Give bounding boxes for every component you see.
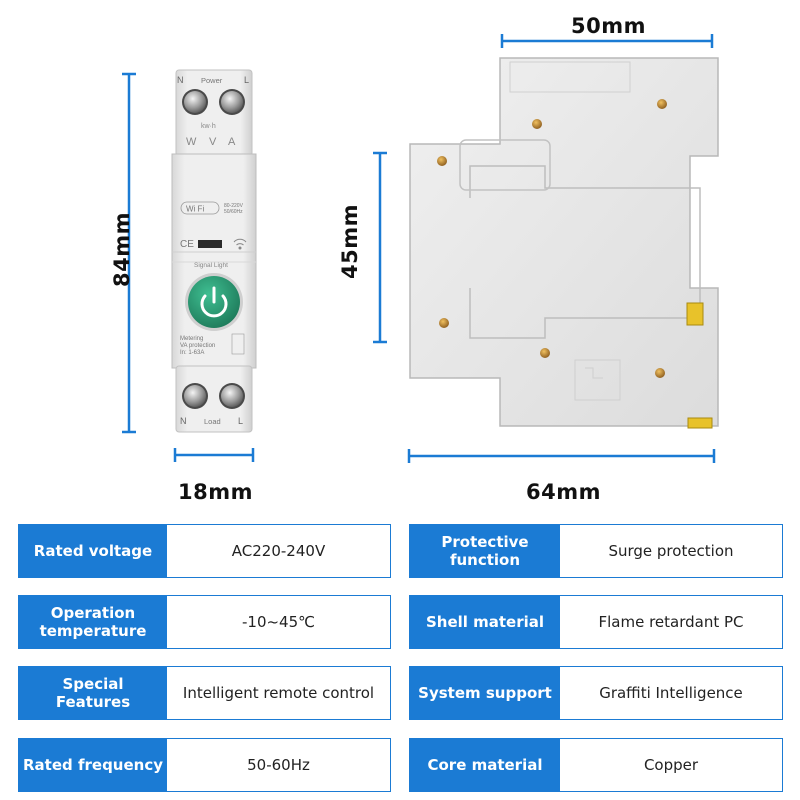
spec-label: Protective function [410,525,560,577]
meter-icon-v: V [209,136,217,148]
terminal-n-top: N [177,75,184,85]
info-line2: VA protection [180,343,215,349]
meter-icon-w: W [186,136,197,148]
spec-value: Flame retardant PC [598,613,744,631]
power-icon [200,286,228,318]
dim-18mm: 18mm [178,480,253,504]
wifi-badge: Wi Fi [186,205,204,214]
dim-45mm: 45mm [338,204,362,279]
dim-64mm: 64mm [526,480,601,504]
spec-rated-frequency: Rated frequency 50-60Hz [18,738,391,792]
spec-value: Graffiti Intelligence [599,684,743,702]
spec-system-support: System support Graffiti Intelligence [409,666,783,720]
breaker-side-view [409,57,719,429]
spec-value: AC220-240V [231,542,326,560]
spec-core-material: Core material Copper [409,738,783,792]
dim-84mm: 84mm [110,212,134,287]
wifi-signal-icon [233,238,247,250]
info-line3: In: 1-63A [180,350,204,356]
terminal-l-top: L [244,75,249,85]
spec-protective-function: Protective function Surge protection [409,524,783,578]
signal-light-label: Signal Light [194,262,228,269]
spec-value: Surge protection [608,542,734,560]
spec-label: System support [410,667,560,719]
power-label: Power [201,76,223,85]
spec-value: -10~45℃ [241,613,315,631]
spec-label: Core material [410,739,560,791]
spec-shell-material: Shell material Flame retardant PC [409,595,783,649]
spec-operation-temperature: Operation temperature -10~45℃ [18,595,391,649]
spec-label: Operation temperature [19,596,167,648]
breaker-front-view: N Power L kw·h W V A Wi Fi 80-220V 50/60… [171,69,257,433]
spec-rated-voltage: Rated voltage AC220-240V [18,524,391,578]
spec-label: Rated frequency [19,739,167,791]
spec-value: Intelligent remote control [182,684,375,702]
voltage-line1: 80-220V [224,203,244,209]
spec-special-features: Special Features Intelligent remote cont… [18,666,391,720]
meter-icon-a: A [228,136,236,148]
spec-value: Copper [643,756,699,774]
load-label: Load [204,417,221,426]
ce-mark: CE [180,239,194,250]
spec-label: Rated voltage [19,525,167,577]
info-line1: Metering [180,336,203,342]
spec-label: Special Features [19,667,167,719]
spec-value: 50-60Hz [247,756,310,774]
kwh-label: kw·h [201,123,216,130]
dim-50mm: 50mm [571,14,646,38]
terminal-l-bottom: L [238,416,243,426]
voltage-line2: 50/60Hz [224,209,243,215]
terminal-n-bottom: N [180,416,187,426]
dimension-lines [122,34,716,463]
spec-label: Shell material [410,596,560,648]
